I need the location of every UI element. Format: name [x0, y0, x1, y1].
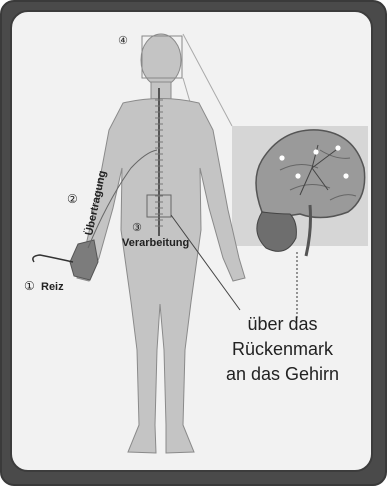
activity-dot: [313, 149, 318, 154]
marker-3: ③: [132, 221, 142, 234]
neck: [151, 82, 171, 100]
marker-2: ②: [67, 192, 78, 206]
activity-dot: [343, 173, 348, 178]
label-reiz: Reiz: [41, 281, 64, 293]
torso-and-limbs: [77, 99, 245, 454]
label-verarbeitung: Verarbeitung: [122, 237, 189, 249]
activity-dot: [295, 173, 300, 178]
caption: über das Rückenmark an das Gehirn: [205, 312, 360, 387]
caption-line-3: an das Gehirn: [205, 362, 360, 387]
activity-dot: [279, 155, 284, 160]
marker-4: ④: [118, 34, 128, 47]
activity-dot: [335, 145, 340, 150]
marker-1: ①: [24, 279, 35, 293]
caption-line-1: über das: [205, 312, 360, 337]
caption-line-2: Rückenmark: [205, 337, 360, 362]
stimulus-wire: [33, 255, 73, 262]
stimulated-hand: [70, 240, 98, 280]
